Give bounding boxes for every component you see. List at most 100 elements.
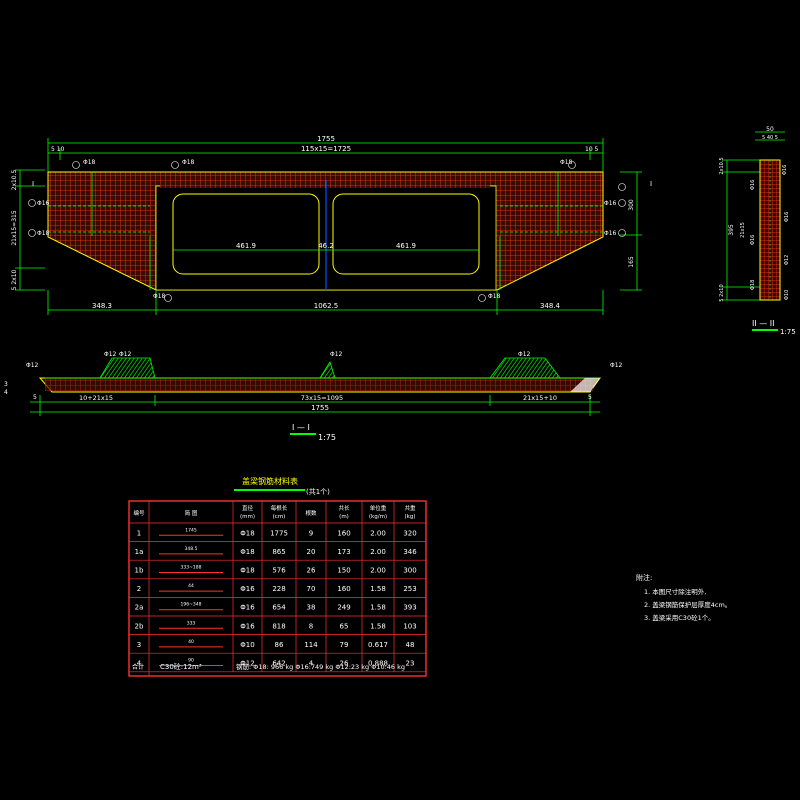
table-footer-concrete: C30砼:12m³ bbox=[160, 662, 202, 671]
table-cell: 1745 bbox=[185, 527, 197, 533]
table-cell: 2.00 bbox=[370, 567, 386, 575]
plan-bar-label-6: Φ12 bbox=[610, 362, 623, 369]
table-cell: 320 bbox=[403, 529, 416, 537]
right-height-2: 165 bbox=[628, 256, 635, 268]
table-cell: Φ10 bbox=[240, 641, 254, 649]
table-header-cell: 直径 bbox=[242, 504, 254, 512]
side-bar-label-5: Φ16 bbox=[750, 235, 756, 245]
table-cell: 333~188 bbox=[181, 565, 202, 571]
table-cell: 2 bbox=[137, 585, 141, 593]
table-cell: 249 bbox=[337, 604, 350, 612]
table-cell: 160 bbox=[337, 529, 350, 537]
table-cell: 2.00 bbox=[370, 529, 386, 537]
table-cell: 4 bbox=[309, 660, 314, 668]
void-left bbox=[172, 193, 320, 275]
elevation-right-dimensions bbox=[620, 171, 642, 291]
table-footer-steel: 钢筋: Φ18: 966 kg Φ16:749 kg Φ12:23 kg Φ10… bbox=[236, 662, 405, 671]
table-cell: 3 bbox=[137, 641, 141, 649]
bar-label-top-mid: Φ18 bbox=[182, 159, 195, 166]
bar-label-right-2: Φ16 bbox=[604, 230, 617, 237]
bottom-dim-left: 348.3 bbox=[92, 302, 112, 310]
table-cell: Φ12 bbox=[240, 660, 254, 668]
bar-label-bottom-right: Φ18 bbox=[488, 293, 501, 300]
side-bar-label-1: Φ16 bbox=[782, 165, 788, 175]
bar-label-left-1: Φ16 bbox=[37, 200, 50, 207]
plan-bar-label-5: Φ12 bbox=[518, 351, 531, 358]
table-header-cell: 根数 bbox=[305, 509, 317, 517]
table-header-cell: (mm) bbox=[240, 514, 255, 520]
section-mark-left: I bbox=[32, 180, 34, 188]
side-dimensions bbox=[722, 131, 785, 301]
left-end-label: 5 10 bbox=[51, 146, 65, 153]
side-bar-label-7: Φ16 bbox=[750, 180, 756, 190]
table-cell: 1.58 bbox=[370, 604, 386, 612]
table-header-cell: (cm) bbox=[273, 514, 286, 520]
section-mark-right: I bbox=[650, 180, 652, 188]
overall-length-label: 1755 bbox=[317, 135, 335, 143]
inner-rebar-lines bbox=[48, 172, 603, 290]
side-top-dim-1: 50 bbox=[766, 126, 774, 133]
table-cell: 1775 bbox=[270, 529, 288, 537]
plan-dim-middle: 73x15=1095 bbox=[301, 394, 343, 402]
plan-end-right: 5 bbox=[588, 394, 592, 401]
table-cell: 228 bbox=[272, 585, 285, 593]
plan-dimensions bbox=[30, 395, 600, 416]
table-header-cell: 编号 bbox=[133, 509, 145, 517]
table-cell: 173 bbox=[337, 548, 350, 556]
table-cell: 346 bbox=[403, 548, 417, 556]
side-height-1: 2x10.5 bbox=[719, 157, 725, 174]
table-cell: 40 bbox=[188, 639, 194, 645]
table-cell: 9 bbox=[309, 529, 313, 537]
left-height-2: 21x15=315 bbox=[11, 210, 18, 245]
table-cell: 1b bbox=[135, 567, 144, 575]
plan-bar-label-2: Φ12 bbox=[104, 351, 117, 358]
elevation-top-dimensions bbox=[47, 138, 604, 172]
bar-label-bottom-left: Φ18 bbox=[153, 293, 166, 300]
table-cell: Φ16 bbox=[240, 604, 255, 612]
table-cell: 114 bbox=[304, 641, 318, 649]
table-cell: 23 bbox=[406, 660, 415, 668]
table-cell: Φ18 bbox=[240, 529, 254, 537]
table-cell: 44 bbox=[188, 583, 194, 589]
plan-rebar-mesh bbox=[45, 379, 593, 391]
elevation-left-dimensions bbox=[15, 169, 45, 291]
side-bar-label-2: Φ16 bbox=[784, 212, 790, 222]
side-section-view: 50 5 40 5 2x10.5 395 21x15 5 2x10 Φ16 Φ1… bbox=[719, 126, 796, 336]
table-cell: 0.888 bbox=[368, 660, 388, 668]
table-cell: Φ16 bbox=[240, 585, 255, 593]
plan-dim-right: 21x15+10 bbox=[523, 394, 557, 402]
table-cell: 79 bbox=[340, 641, 349, 649]
top-rebar-band bbox=[160, 180, 490, 188]
note-item-1: 1. 本图尺寸除注明外, bbox=[644, 587, 706, 596]
table-cell: 300 bbox=[403, 567, 416, 575]
plan-title: I — I bbox=[292, 423, 310, 432]
table-cell: 333 bbox=[187, 620, 196, 626]
bar-label-right-1: Φ16 bbox=[604, 200, 617, 207]
table-cell: 26 bbox=[340, 660, 349, 668]
void-dim-middle: 46.2 bbox=[318, 242, 334, 250]
table-cell: 86 bbox=[275, 641, 284, 649]
table-header-cell: (kg/m) bbox=[369, 514, 387, 520]
side-bar-label-4: Φ10 bbox=[784, 290, 790, 300]
table-cell: 8 bbox=[309, 622, 313, 630]
table-cell: 48 bbox=[406, 641, 415, 649]
table-cell: 2a bbox=[135, 604, 144, 612]
bottom-dim-middle: 1062.5 bbox=[314, 302, 339, 310]
void-dim-right: 461.9 bbox=[396, 242, 416, 250]
plan-end-block bbox=[570, 378, 600, 392]
note-item-2: 2. 盖梁钢筋保护层厚度4cm。 bbox=[644, 600, 731, 609]
table-cell: 393 bbox=[403, 604, 416, 612]
table-cell: 38 bbox=[307, 604, 316, 612]
plan-end-left: 5 bbox=[33, 394, 37, 401]
notes: 附注: 1. 本图尺寸除注明外, 2. 盖梁钢筋保护层厚度4cm。 3. 盖梁采… bbox=[636, 573, 731, 622]
plan-overall: 1755 bbox=[311, 404, 329, 412]
table-header-cell: (kg) bbox=[405, 514, 416, 520]
bottom-dim-right: 348.4 bbox=[540, 302, 561, 310]
table-cell: 1a bbox=[135, 548, 144, 556]
table-header-cell: 共重 bbox=[404, 504, 416, 512]
right-height-1: 300 bbox=[628, 199, 635, 211]
table-header-cell: (m) bbox=[339, 514, 349, 520]
table-cell: 2.00 bbox=[370, 548, 386, 556]
table-grid bbox=[129, 501, 426, 676]
